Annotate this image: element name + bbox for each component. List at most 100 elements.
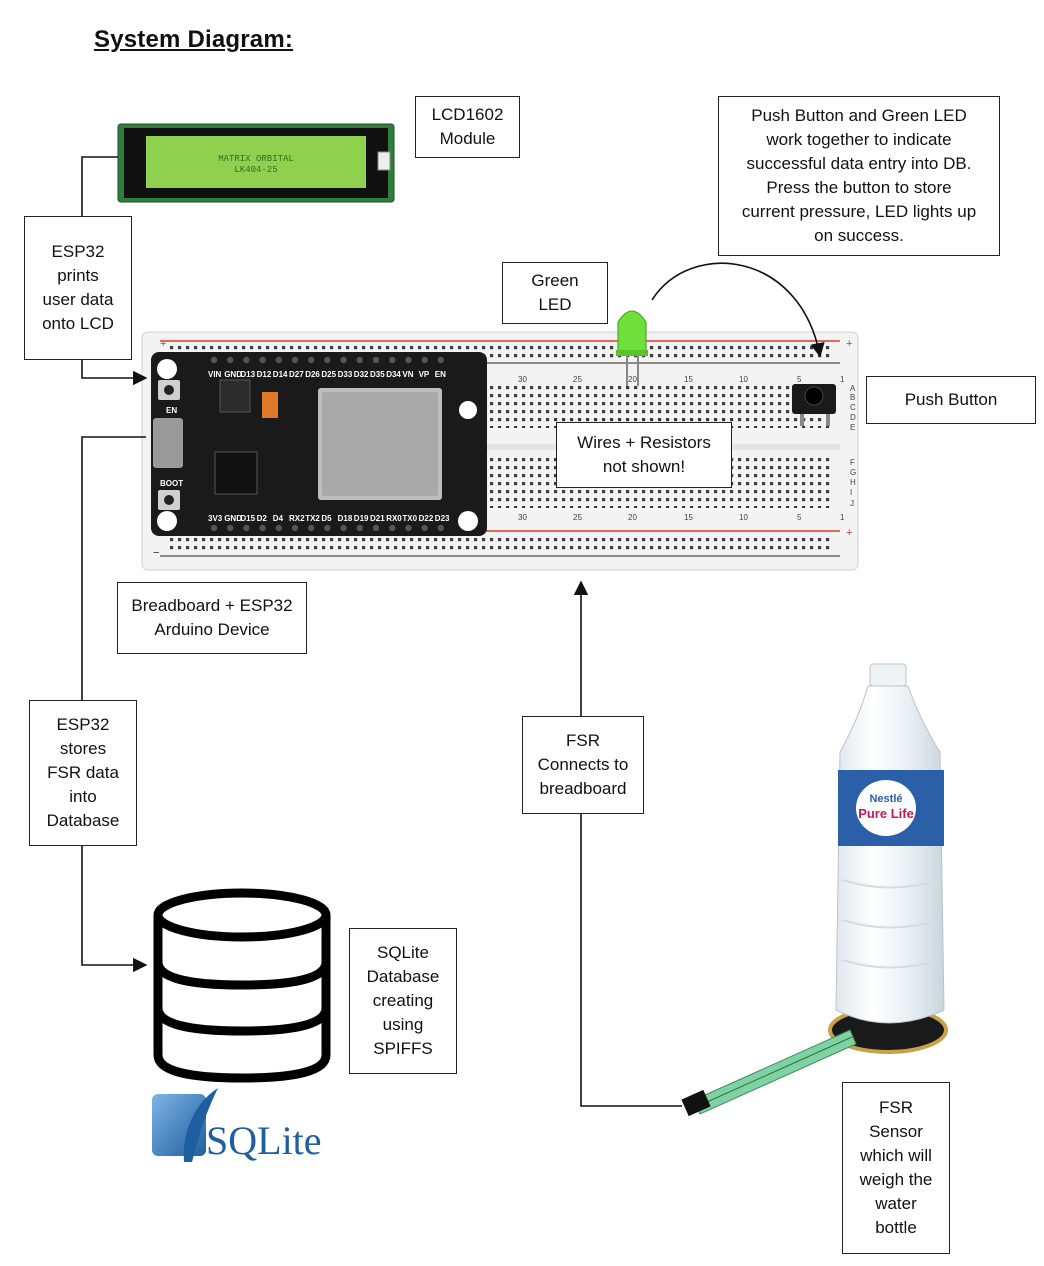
bb-row-d: D <box>850 413 856 422</box>
fsr-sensor-line-2: Sensor <box>869 1122 923 1141</box>
fsr-sensor-line-3: which will <box>860 1146 932 1165</box>
esp32-bottom-pin-label: TX2 <box>305 514 320 523</box>
esp32-bottom-pin-hole <box>275 524 282 532</box>
esp32-bottom-pin-label: RX2 <box>289 514 305 523</box>
svg-text:+: + <box>160 338 166 350</box>
esp32-top-pin-hole <box>291 356 299 364</box>
water-bottle: Nestlé Pure Life <box>828 663 948 1054</box>
svg-text:+: + <box>846 527 852 539</box>
bb-col-top-6: 1 <box>840 375 845 384</box>
bb-row-a: A <box>850 384 856 393</box>
esp-prints-line-1: ESP32 <box>51 242 105 261</box>
esp32-bottom-pin-label: D5 <box>321 514 332 523</box>
esp32-top-pin-hole <box>421 356 428 364</box>
esp-prints-line-4: onto LCD <box>42 314 114 333</box>
fsr-to-breadboard-arrow <box>573 580 682 1107</box>
bb-col-bot-2: 20 <box>628 513 637 522</box>
breadboard-column-numbers: 30 25 20 15 10 5 1 30 25 20 15 10 5 1 <box>518 375 845 522</box>
esp32-bottom-pin-hole <box>356 524 363 532</box>
fsr-connects-line-1: FSR <box>566 731 600 750</box>
esp-prints-line-2: prints <box>57 266 99 285</box>
esp32-top-pin-label: D12 <box>257 370 272 379</box>
board-to-esp-stores-line <box>81 436 146 700</box>
esp32-bottom-pin-hole <box>243 524 250 532</box>
bb-col-top-1: 25 <box>573 375 582 384</box>
bb-col-top-0: 30 <box>518 375 527 384</box>
push-button-line-1: Push Button <box>904 390 998 409</box>
esp32-top-pin-hole <box>227 356 234 364</box>
esp32-top-pin-label: D14 <box>273 370 288 379</box>
esp-stores-line-5: Database <box>46 811 120 830</box>
esp-prints-label: ESP32 prints user data onto LCD <box>24 216 132 360</box>
esp-stores-line-1: ESP32 <box>56 715 110 734</box>
esp32-top-pin-label: VP <box>419 370 430 379</box>
lcd-to-esp-label-line <box>81 156 118 217</box>
esp32-top-pin-hole <box>437 356 444 364</box>
esp32-bottom-pin-label: RX0 <box>386 514 402 523</box>
page-title: System Diagram: <box>94 26 294 53</box>
svg-text:−: − <box>153 547 159 559</box>
esp32-bottom-pin-hole <box>210 524 218 532</box>
fsr-connects-line-2: Connects to <box>537 755 629 774</box>
esp32-top-pin-hole <box>243 356 250 364</box>
green-led-label: Green LED <box>502 262 608 324</box>
esp-stores-line-3: FSR data <box>47 763 119 782</box>
esp32-bottom-pin-label: D21 <box>370 514 385 523</box>
esp32-top-pin-hole <box>324 356 331 364</box>
esp-stores-to-db-arrow <box>81 845 148 973</box>
esp32-bottom-pin-label: TX0 <box>402 514 417 523</box>
esp32-bottom-pin-label: D18 <box>338 514 353 523</box>
bb-col-bot-0: 30 <box>518 513 527 522</box>
esp32-top-pin-label: D34 <box>386 370 401 379</box>
esp32-bottom-pin-label: 3V3 <box>208 514 223 523</box>
esp32-top-pin-hole <box>259 356 266 364</box>
wires-note-line-2: not shown! <box>602 457 686 476</box>
esp-prints-line-3: user data <box>42 290 114 309</box>
bottle-product: Pure Life <box>858 806 914 821</box>
fsr-sensor-line-1: FSR <box>879 1098 913 1117</box>
push-button-label: Push Button <box>866 376 1036 424</box>
esp32-bottom-pin-hole <box>259 524 266 532</box>
esp32-top-pin-hole <box>372 356 380 364</box>
sqlite-db-line-3: creating <box>372 991 434 1010</box>
esp32-bottom-pin-hole <box>340 524 347 532</box>
esp32-bottom-pin-hole <box>227 524 234 532</box>
lcd-screen-line-1: MATRIX ORBITAL <box>218 154 294 164</box>
push-button <box>792 384 836 426</box>
bb-col-top-4: 10 <box>739 375 748 384</box>
esp-stores-label: ESP32 stores FSR data into Database <box>29 700 137 846</box>
fsr-sensor <box>681 1029 857 1117</box>
bb-col-bot-1: 25 <box>573 513 582 522</box>
sqlite-db-line-1: SQLite <box>377 943 429 962</box>
sqlite-db-line-5: SPIFFS <box>373 1039 433 1058</box>
breadboard-row-letters: A B C D E F G H I J <box>850 384 856 508</box>
sqlite-logo: SQLite <box>152 1088 322 1163</box>
database-icon <box>153 888 331 1083</box>
esp32-bottom-pin-hole <box>405 524 412 532</box>
esp32-bottom-pin-hole <box>437 524 444 532</box>
esp32-bottom-pin-label: D19 <box>354 514 369 523</box>
esp32-bottom-pin-hole <box>372 524 380 532</box>
bb-row-h: H <box>850 478 856 487</box>
sqlite-db-line-4: using <box>382 1015 424 1034</box>
bb-col-bot-5: 5 <box>797 513 802 522</box>
esp-prints-to-board-arrow <box>81 360 148 386</box>
esp32-top-pin-label: EN <box>435 370 446 379</box>
push-led-note-line-6: on success. <box>814 226 904 245</box>
fsr-sensor-line-5: water <box>875 1194 917 1213</box>
bb-col-top-3: 15 <box>684 375 693 384</box>
lcd-module: MATRIX ORBITAL LK404-25 <box>117 123 395 203</box>
esp32-bottom-pin-label: D4 <box>273 514 284 523</box>
fsr-connects-line-3: breadboard <box>539 779 627 798</box>
esp-stores-line-2: stores <box>59 739 107 758</box>
bb-col-bot-3: 15 <box>684 513 693 522</box>
bb-col-top-5: 5 <box>797 375 802 384</box>
push-led-note-line-2: work together to indicate <box>766 130 952 149</box>
esp32-bottom-pin-label: D23 <box>435 514 450 523</box>
esp32-bottom-pin-label: D22 <box>419 514 434 523</box>
breadboard-device-line-2: Arduino Device <box>154 620 270 639</box>
lcd-screen-line-2: LK404-25 <box>234 165 277 175</box>
